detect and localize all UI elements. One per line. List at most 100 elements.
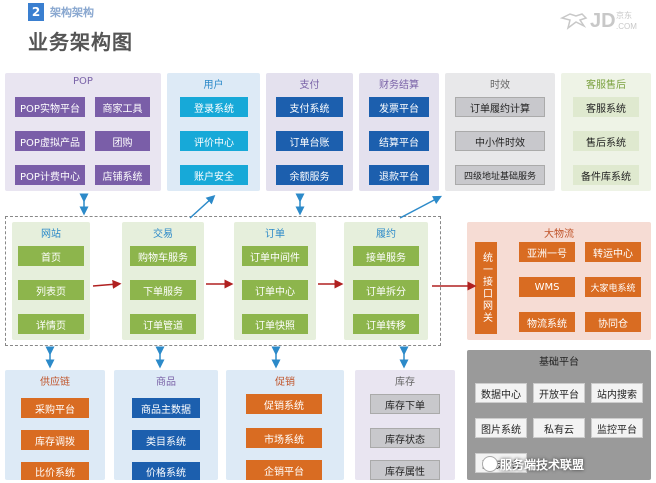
stock-item: 库存下单 xyxy=(370,394,440,414)
fulfill-panel: 履约 接单服务 订单拆分 订单转移 xyxy=(344,222,428,340)
pop-item: 商家工具 xyxy=(95,97,150,117)
promo-item: 企销平台 xyxy=(246,460,322,480)
fulfill-item: 订单转移 xyxy=(353,314,419,334)
user-title: 用户 xyxy=(203,80,224,91)
jd-logo-com: .COM xyxy=(616,22,637,31)
order-item: 订单快照 xyxy=(242,314,308,334)
user-item: 账户安全 xyxy=(180,165,248,185)
stock-item: 库存属性 xyxy=(370,460,440,480)
goods-item: 类目系统 xyxy=(132,430,200,450)
base-panel: 基础平台 数据中心 开放平台 站内搜索 图片系统 私有云 监控平台 日志平台 xyxy=(467,350,651,480)
pay-item: 余额服务 xyxy=(276,165,343,185)
user-item: 登录系统 xyxy=(180,97,248,117)
order-item: 订单中心 xyxy=(242,280,308,300)
goods-item: 价格系统 xyxy=(132,462,200,480)
site-title: 网站 xyxy=(41,229,61,240)
logistics-title: 大物流 xyxy=(544,229,574,240)
base-item: 站内搜索 xyxy=(591,383,643,403)
section-number: 2 xyxy=(28,3,44,21)
stock-panel: 库存 库存下单 库存状态 库存属性 xyxy=(355,370,455,480)
pop-item: POP虚拟产品 xyxy=(15,131,85,151)
service-item: 客服系统 xyxy=(573,97,639,117)
pay-item: 支付系统 xyxy=(276,97,343,117)
logistics-item: 转运中心 xyxy=(585,242,641,262)
promo-item: 市场系统 xyxy=(246,428,322,448)
core-frame xyxy=(5,216,441,346)
order-title: 订单 xyxy=(265,229,285,240)
logistics-item: 物流系统 xyxy=(519,312,575,332)
site-item: 首页 xyxy=(18,246,84,266)
logistics-item: 协同仓 xyxy=(585,312,641,332)
trade-item: 订单管道 xyxy=(130,314,196,334)
fulfill-item: 接单服务 xyxy=(353,246,419,266)
pop-item: POP计费中心 xyxy=(15,165,85,185)
trade-item: 下单服务 xyxy=(130,280,196,300)
fulfill-title: 履约 xyxy=(376,229,396,240)
gateway-box: 统一接口网关 xyxy=(475,242,497,334)
section-title: 架构架构 xyxy=(50,6,94,19)
timeliness-title: 时效 xyxy=(490,80,510,91)
goods-title: 商品 xyxy=(156,377,176,388)
timeliness-panel: 时效 订单履约计算 中小件时效 四级地址基础服务 xyxy=(445,73,555,191)
timeliness-item: 订单履约计算 xyxy=(455,97,545,117)
watermark: 服务端技术联盟 xyxy=(500,458,585,472)
service-item: 备件库系统 xyxy=(573,165,639,185)
finance-title: 财务结算 xyxy=(379,80,419,91)
page-title: 业务架构图 xyxy=(28,30,133,54)
promo-panel: 促销 促销系统 市场系统 企销平台 xyxy=(226,370,344,480)
user-panel: 用户 登录系统 评价中心 账户安全 xyxy=(167,73,260,191)
order-panel: 订单 订单中间件 订单中心 订单快照 xyxy=(234,222,316,340)
logistics-item: WMS xyxy=(519,277,575,297)
pop-title: POP xyxy=(73,76,93,87)
pop-item: 店铺系统 xyxy=(95,165,150,185)
pop-item: 团购 xyxy=(95,131,150,151)
supply-item: 采购平台 xyxy=(21,398,89,418)
jd-logo: JD xyxy=(590,10,616,32)
pay-title: 支付 xyxy=(299,80,320,91)
base-item: 私有云 xyxy=(533,418,585,438)
pay-item: 订单台账 xyxy=(276,131,343,151)
service-title: 客服售后 xyxy=(586,80,626,91)
goods-panel: 商品 商品主数据 类目系统 价格系统 xyxy=(114,370,218,480)
finance-panel: 财务结算 发票平台 结算平台 退款平台 xyxy=(359,73,439,191)
finance-item: 结算平台 xyxy=(369,131,429,151)
trade-title: 交易 xyxy=(153,229,173,240)
base-title: 基础平台 xyxy=(539,357,579,368)
order-item: 订单中间件 xyxy=(242,246,308,266)
goods-item: 商品主数据 xyxy=(132,398,200,418)
base-item: 图片系统 xyxy=(475,418,527,438)
jd-logo-cn: 京东 xyxy=(616,11,632,20)
trade-panel: 交易 购物车服务 下单服务 订单管道 xyxy=(122,222,204,340)
finance-item: 退款平台 xyxy=(369,165,429,185)
site-panel: 网站 首页 列表页 详情页 xyxy=(12,222,90,340)
supply-item: 比价系统 xyxy=(21,462,89,480)
promo-item: 促销系统 xyxy=(246,394,322,414)
pop-panel: POP POP实物平台 商家工具 POP虚拟产品 团购 POP计费中心 店铺系统 xyxy=(5,73,161,191)
base-item: 开放平台 xyxy=(533,383,585,403)
service-item: 售后系统 xyxy=(573,131,639,151)
supply-panel: 供应链 采购平台 库存调拨 比价系统 xyxy=(5,370,105,480)
finance-item: 发票平台 xyxy=(369,97,429,117)
pop-item: POP实物平台 xyxy=(15,97,85,117)
logistics-item: 大家电系统 xyxy=(585,277,641,297)
wechat-icon xyxy=(482,456,498,472)
site-item: 列表页 xyxy=(18,280,84,300)
logistics-panel: 大物流 统一接口网关 亚洲一号 转运中心 WMS 大家电系统 物流系统 协同仓 xyxy=(467,222,651,340)
supply-item: 库存调拨 xyxy=(21,430,89,450)
timeliness-item: 中小件时效 xyxy=(455,131,545,151)
site-item: 详情页 xyxy=(18,314,84,334)
timeliness-item: 四级地址基础服务 xyxy=(455,165,545,185)
trade-item: 购物车服务 xyxy=(130,246,196,266)
promo-title: 促销 xyxy=(275,377,295,388)
base-item: 监控平台 xyxy=(591,418,643,438)
supply-title: 供应链 xyxy=(40,377,70,388)
service-panel: 客服售后 客服系统 售后系统 备件库系统 xyxy=(561,73,651,191)
base-item: 数据中心 xyxy=(475,383,527,403)
stock-item: 库存状态 xyxy=(370,428,440,448)
logistics-item: 亚洲一号 xyxy=(519,242,575,262)
fulfill-item: 订单拆分 xyxy=(353,280,419,300)
user-item: 评价中心 xyxy=(180,131,248,151)
pay-panel: 支付 支付系统 订单台账 余额服务 xyxy=(266,73,353,191)
dog-logo-icon xyxy=(560,13,588,30)
stock-title: 库存 xyxy=(395,377,415,388)
